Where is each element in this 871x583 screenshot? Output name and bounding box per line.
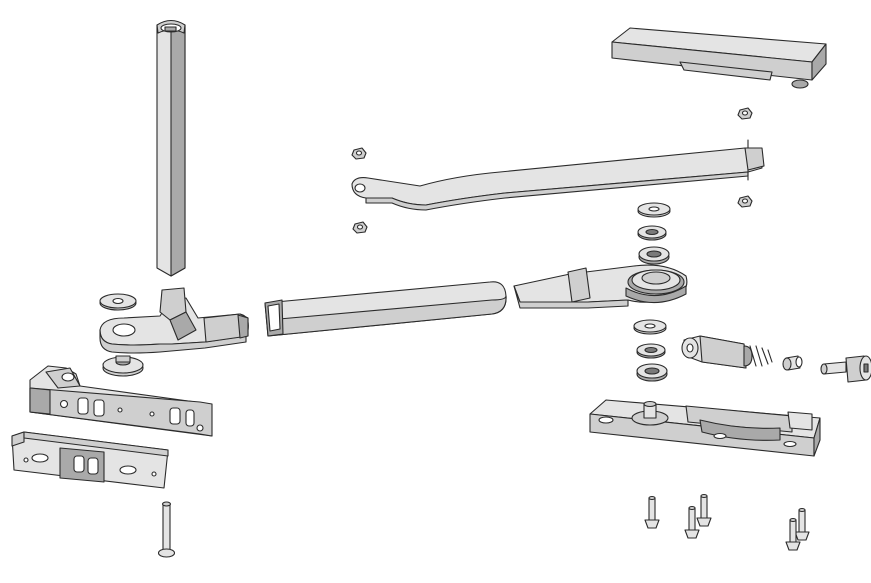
- left-top-bracket: [29, 365, 213, 437]
- vertical-tube: [156, 19, 186, 277]
- left-pin: [157, 501, 176, 558]
- rivet: [785, 517, 801, 551]
- left-pivot-fitting: [99, 287, 249, 354]
- rivet: [644, 495, 660, 529]
- connecting-tube: [264, 281, 507, 337]
- rivet: [794, 507, 810, 541]
- bearing-stack-lower: [633, 319, 668, 382]
- spring-piston: [681, 335, 773, 369]
- cover-cap: [611, 27, 827, 89]
- rivet-group: [644, 493, 810, 551]
- left-washer-bottom: [102, 355, 144, 377]
- hex-screw: [820, 355, 871, 383]
- bearing-stack-upper: [637, 202, 671, 265]
- small-bushing: [782, 355, 803, 371]
- rivet: [684, 505, 700, 539]
- nuts-on-arm: [351, 107, 753, 234]
- right-base-plate: [589, 399, 821, 457]
- right-lever-body: [513, 264, 688, 309]
- left-washer-top: [99, 293, 137, 311]
- rivet: [696, 493, 712, 527]
- left-bottom-plate: [11, 431, 169, 489]
- lever-arm: [351, 139, 765, 211]
